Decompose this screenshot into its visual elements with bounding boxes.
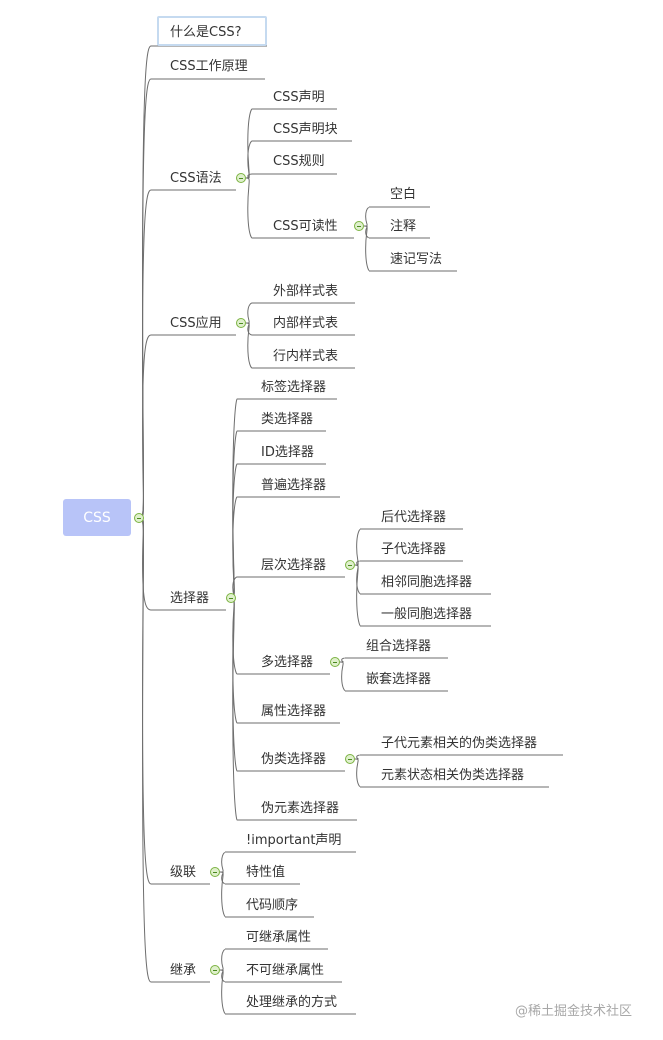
- leaf-adjacent-sibling-selector[interactable]: 相邻同胞选择器: [381, 575, 473, 590]
- collapse-toggle-selectors[interactable]: [226, 593, 236, 603]
- subtopic-source-order[interactable]: 代码顺序: [246, 898, 299, 913]
- collapse-toggle-pseudo-class[interactable]: [345, 754, 355, 764]
- subtopic-internal-stylesheet[interactable]: 内部样式表: [273, 316, 339, 331]
- hierarchy-connector-0: [354, 528, 366, 566]
- subtopic-css-declaration[interactable]: CSS声明: [273, 90, 325, 105]
- collapse-toggle-application[interactable]: [236, 318, 246, 328]
- subtopic-css-rule[interactable]: CSS规则: [273, 154, 325, 169]
- connector-root-3: [139, 334, 157, 519]
- topic-what-is-css[interactable]: 什么是CSS?: [170, 25, 242, 40]
- leaf-shorthand[interactable]: 速记写法: [390, 252, 443, 267]
- leaf-child-element-pseudo-class[interactable]: 子代元素相关的伪类选择器: [381, 736, 538, 751]
- multi-connector-1: [339, 661, 351, 692]
- topic-css-application[interactable]: CSS应用: [170, 316, 222, 331]
- selectors-connector-8: [230, 597, 243, 821]
- collapse-toggle-hierarchy[interactable]: [345, 560, 355, 570]
- subtopic-pseudo-element-selector[interactable]: 伪元素选择器: [261, 801, 340, 816]
- subtopic-universal-selector[interactable]: 普遍选择器: [261, 478, 327, 493]
- readability-connector-0: [363, 206, 375, 227]
- subtopic-hierarchy-selector[interactable]: 层次选择器: [261, 558, 327, 573]
- subtopic-inheritance-handling[interactable]: 处理继承的方式: [246, 995, 338, 1010]
- selection-highlight: [157, 16, 267, 46]
- subtopic-multi-selector[interactable]: 多选择器: [261, 655, 314, 670]
- collapse-toggle-syntax[interactable]: [236, 173, 246, 183]
- subtopic-class-selector[interactable]: 类选择器: [261, 412, 314, 427]
- collapse-toggle-inheritance[interactable]: [210, 965, 220, 975]
- collapse-toggle-root[interactable]: [134, 513, 144, 523]
- topic-cascade[interactable]: 级联: [170, 865, 197, 880]
- subtopic-inheritable-properties[interactable]: 可继承属性: [246, 930, 312, 945]
- root-node-label: CSS: [83, 509, 111, 526]
- topic-css-syntax[interactable]: CSS语法: [170, 171, 222, 186]
- subtopic-tag-selector[interactable]: 标签选择器: [261, 380, 327, 395]
- pseudo-class-connector-1: [354, 758, 366, 788]
- collapse-toggle-multi[interactable]: [330, 657, 340, 667]
- leaf-descendant-selector[interactable]: 后代选择器: [381, 510, 447, 525]
- topic-selectors[interactable]: 选择器: [170, 591, 210, 606]
- leaf-nested-selector[interactable]: 嵌套选择器: [366, 672, 432, 687]
- inheritance-connector-0: [219, 948, 231, 971]
- hierarchy-connector-3: [354, 564, 366, 627]
- topic-inheritance[interactable]: 继承: [170, 963, 197, 978]
- watermark: @稀土掘金技术社区: [515, 1004, 633, 1019]
- leaf-whitespace[interactable]: 空白: [390, 187, 417, 202]
- subtopic-specificity[interactable]: 特性值: [246, 865, 286, 880]
- collapse-toggle-cascade[interactable]: [210, 867, 220, 877]
- inheritance-connector-1: [219, 969, 231, 983]
- subtopic-inline-stylesheet[interactable]: 行内样式表: [273, 349, 339, 364]
- leaf-comment[interactable]: 注释: [390, 219, 417, 234]
- subtopic-important-declaration[interactable]: !important声明: [246, 833, 342, 848]
- leaf-element-state-pseudo-class[interactable]: 元素状态相关伪类选择器: [381, 768, 525, 783]
- application-connector-0: [245, 302, 258, 324]
- subtopic-css-readability[interactable]: CSS可读性: [273, 219, 338, 234]
- topic-css-principle[interactable]: CSS工作原理: [170, 59, 248, 74]
- multi-connector-0: [339, 657, 351, 663]
- leaf-general-sibling-selector[interactable]: 一般同胞选择器: [381, 607, 473, 622]
- pseudo-class-connector-0: [354, 754, 366, 760]
- connector-root-6: [139, 517, 157, 983]
- readability-connector-1: [363, 225, 375, 239]
- collapse-toggle-readability[interactable]: [354, 221, 364, 231]
- leaf-child-selector[interactable]: 子代选择器: [381, 542, 447, 557]
- subtopic-non-inheritable-properties[interactable]: 不可继承属性: [246, 963, 325, 978]
- connector-root-4: [139, 517, 157, 611]
- leaf-group-selector[interactable]: 组合选择器: [366, 639, 432, 654]
- cascade-connector-0: [219, 851, 231, 873]
- application-connector-1: [245, 322, 258, 336]
- subtopic-external-stylesheet[interactable]: 外部样式表: [273, 284, 339, 299]
- root-node[interactable]: CSS: [63, 499, 131, 536]
- syntax-connector-2: [245, 173, 258, 179]
- syntax-connector-3: [245, 177, 258, 239]
- subtopic-id-selector[interactable]: ID选择器: [261, 445, 314, 460]
- cascade-connector-1: [219, 871, 231, 885]
- subtopic-attribute-selector[interactable]: 属性选择器: [261, 704, 327, 719]
- subtopic-css-declaration-block[interactable]: CSS声明块: [273, 122, 338, 137]
- subtopic-pseudo-class-selector[interactable]: 伪类选择器: [261, 752, 327, 767]
- application-connector-2: [245, 322, 258, 369]
